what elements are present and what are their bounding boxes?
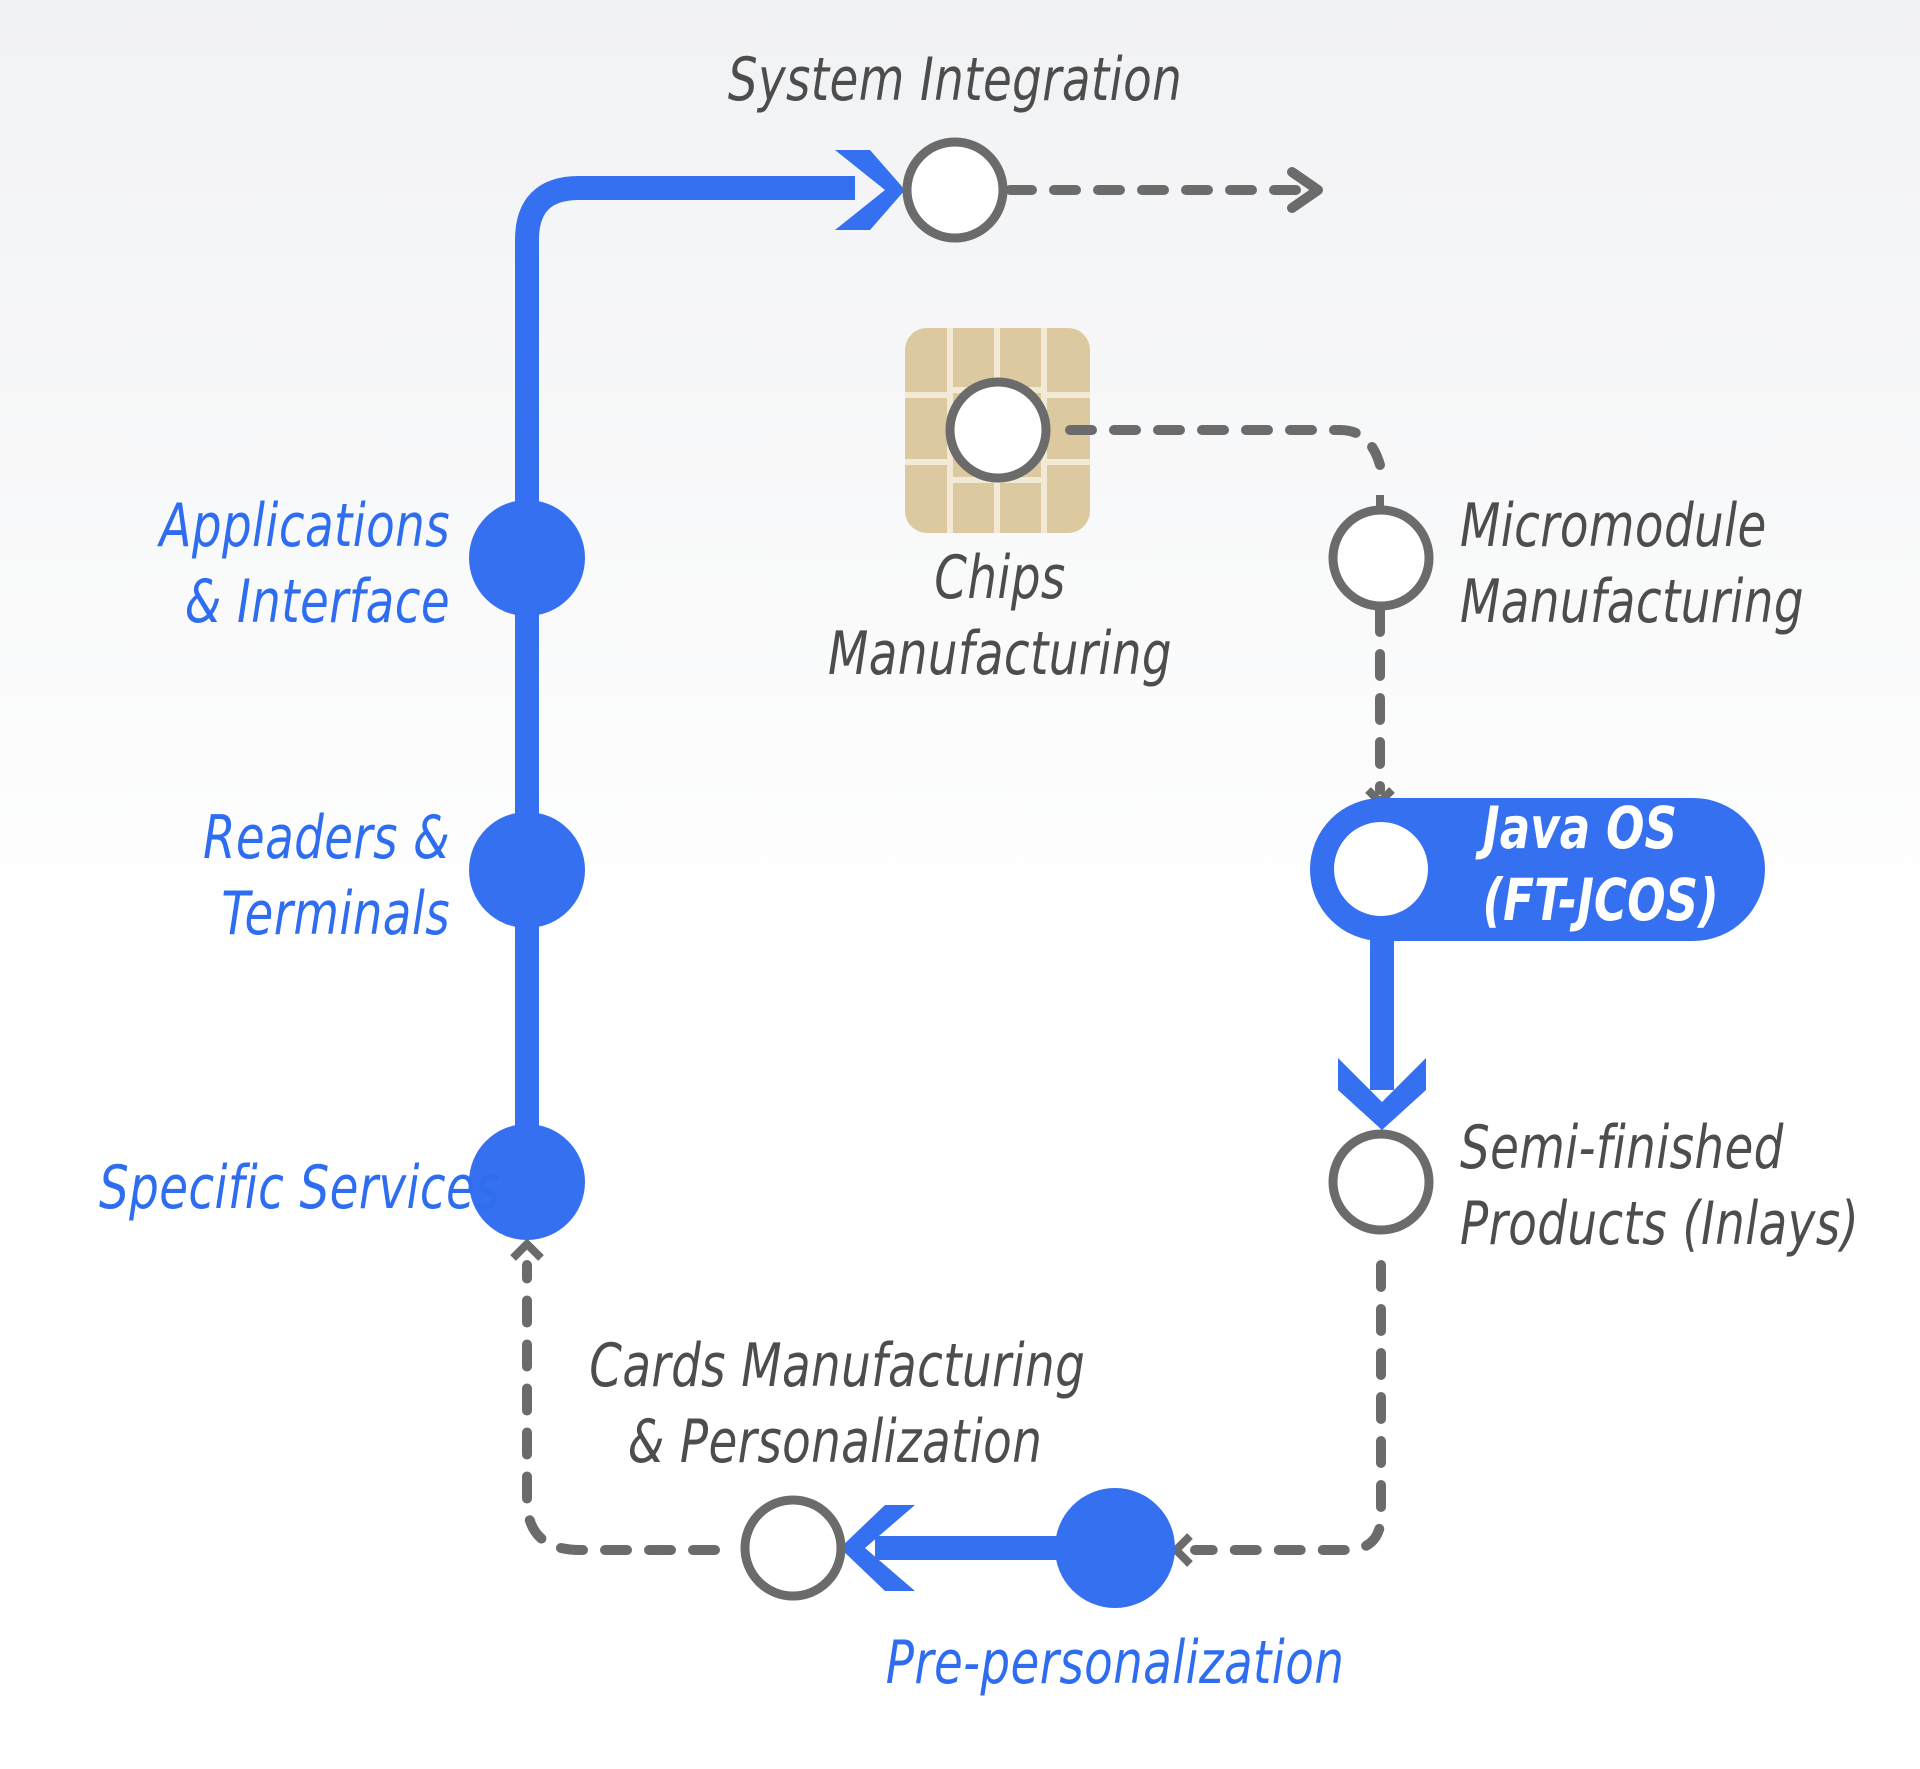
label-pre-personalization: Pre-personalization bbox=[885, 1628, 1345, 1698]
java-os-node bbox=[1334, 822, 1428, 916]
dashed-cards-to-services bbox=[522, 1260, 720, 1555]
node-pre-personalization bbox=[1055, 1488, 1175, 1608]
node-specific-services bbox=[469, 1124, 585, 1240]
node-cards bbox=[740, 1495, 846, 1601]
label-micromodule-manufacturing: Micromodule Manufacturing bbox=[1460, 491, 1804, 637]
label-readers-terminals: Readers & Terminals bbox=[202, 803, 450, 949]
label-java-os: Java OS (FT-JCOS) bbox=[1482, 794, 1719, 934]
dashed-arrowhead-prepersonalization bbox=[1170, 1533, 1193, 1567]
blue-arrowhead-cards bbox=[840, 1505, 915, 1591]
node-micromodule bbox=[1328, 505, 1434, 611]
label-system-integration: System Integration bbox=[727, 45, 1183, 115]
dashed-semi-to-prepersonalization bbox=[1190, 1260, 1386, 1555]
label-semi-finished-products: Semi-finished Products (Inlays) bbox=[1460, 1113, 1860, 1259]
node-applications bbox=[469, 500, 585, 616]
label-cards-manufacturing: Cards Manufacturing & Personalization bbox=[589, 1331, 1086, 1477]
blue-arrowhead-system-integration bbox=[835, 150, 905, 230]
dashed-arrowhead-services bbox=[510, 1238, 544, 1261]
node-chips bbox=[945, 377, 1051, 483]
node-system-integration bbox=[902, 137, 1008, 243]
blue-arrowhead-semi bbox=[1338, 1058, 1426, 1130]
node-readers bbox=[469, 812, 585, 928]
label-applications-interface: Applications & Interface bbox=[159, 491, 451, 637]
java-os-pill bbox=[1310, 798, 1765, 941]
label-specific-services: Specific Services bbox=[99, 1153, 501, 1223]
label-chips-manufacturing: Chips Manufacturing bbox=[828, 543, 1172, 689]
node-semi-finished bbox=[1328, 1129, 1434, 1235]
blue-flow-line bbox=[515, 176, 855, 1180]
dashed-arrow-head bbox=[1287, 167, 1323, 213]
dashed-chip-to-micromodule bbox=[1065, 425, 1385, 470]
